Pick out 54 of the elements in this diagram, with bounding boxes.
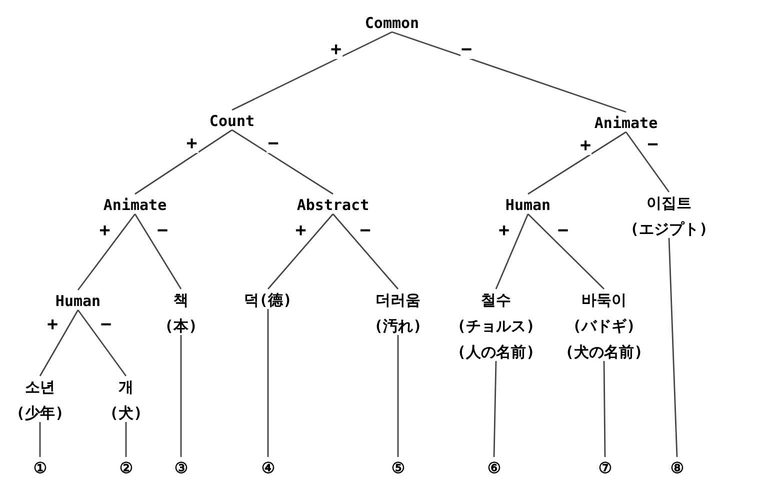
branch-line xyxy=(332,214,399,290)
node-label: (バドギ) xyxy=(571,316,637,337)
node-label: 책 xyxy=(172,290,190,311)
node-label: Animate xyxy=(594,113,658,134)
callout-number: ③ xyxy=(174,458,188,479)
callout-number: ⑤ xyxy=(392,458,404,479)
node-label: (人の名前) xyxy=(456,342,536,363)
branch-line xyxy=(528,214,604,290)
branch-line xyxy=(495,214,529,290)
branch-line xyxy=(77,310,127,376)
branch-line xyxy=(125,422,127,457)
node-label: 소년 xyxy=(24,377,56,398)
branch-line xyxy=(267,309,269,457)
branch-line xyxy=(134,129,232,195)
branch-line xyxy=(267,214,334,290)
node-label: 더러움 xyxy=(374,290,422,311)
node-label: 이집트 xyxy=(646,193,692,214)
node-label: Count xyxy=(209,111,255,132)
callout-number: ① xyxy=(34,458,46,479)
node-label: (犬の名前) xyxy=(564,342,644,363)
branch-line xyxy=(180,335,182,457)
branch-line xyxy=(392,31,626,113)
node-label: Human xyxy=(55,291,101,312)
branch-line xyxy=(397,335,399,457)
branch-line xyxy=(493,360,497,458)
node-label: 개 xyxy=(118,377,134,398)
branch-line xyxy=(39,310,79,376)
node-label: (チョルス) xyxy=(456,316,536,337)
branch-line xyxy=(39,422,41,457)
branch-line xyxy=(77,214,136,290)
node-label: Animate xyxy=(103,195,167,216)
node-label: Human xyxy=(505,195,551,216)
branch-line xyxy=(528,131,626,195)
node-label: 덕(德) xyxy=(244,290,292,311)
callout-number: ⑦ xyxy=(598,458,612,479)
node-label: (汚れ) xyxy=(374,316,422,337)
branch-line xyxy=(668,238,678,458)
callout-number: ⑥ xyxy=(488,458,500,479)
node-label: (本) xyxy=(164,316,198,337)
node-label: (エジプト) xyxy=(630,219,708,240)
branch-line xyxy=(232,31,392,111)
callout-number: ⑧ xyxy=(670,458,684,479)
branch-line xyxy=(603,361,606,457)
branch-line xyxy=(625,132,670,192)
callout-number: ② xyxy=(120,458,132,479)
node-label: (犬) xyxy=(109,403,143,424)
branch-line xyxy=(134,214,182,290)
callout-number: ④ xyxy=(262,458,274,479)
node-label: Common xyxy=(364,13,420,34)
branch-line xyxy=(232,129,334,195)
node-label: 철수 xyxy=(480,290,512,311)
node-label: (少年) xyxy=(16,403,64,424)
node-label: 바둑이 xyxy=(580,290,628,311)
node-label: Abstract xyxy=(296,195,370,216)
